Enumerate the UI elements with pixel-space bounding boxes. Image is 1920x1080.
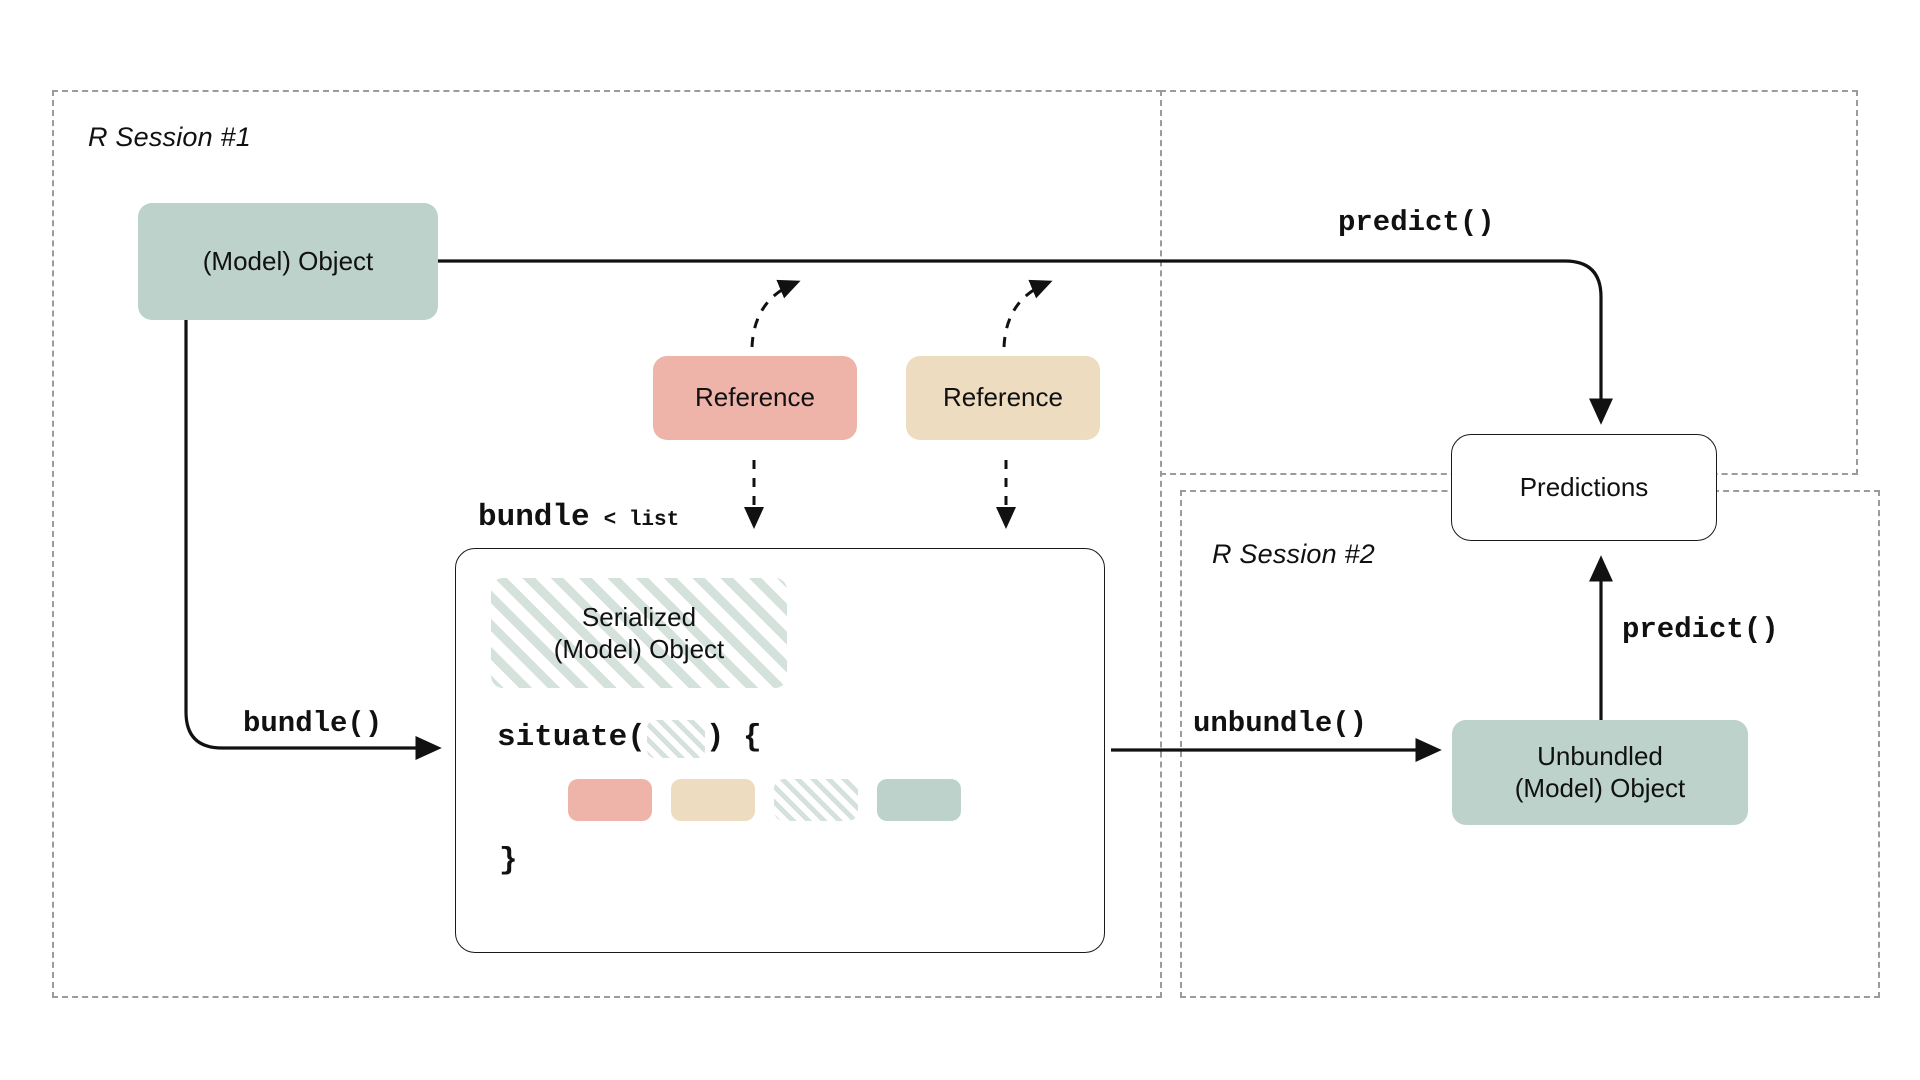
situate-closing-brace: } <box>499 843 518 878</box>
session-1-label: R Session #1 <box>88 122 251 152</box>
bundle-type-generic: < list <box>603 509 680 532</box>
situate-close-token: ) { <box>705 719 762 755</box>
chip-reference-tan <box>671 779 755 821</box>
serialized-model-object-node[interactable]: Serialized (Model) Object <box>491 578 787 688</box>
serialized-object-label-line2: (Model) Object <box>553 634 725 664</box>
reference-tan-label: Reference <box>943 382 1063 413</box>
predictions-label: Predictions <box>1519 471 1649 502</box>
chip-serialized-hatched <box>774 779 858 821</box>
bundle-type-header: bundle < list <box>478 500 679 535</box>
model-object-node[interactable]: (Model) Object <box>138 203 438 320</box>
situate-body-chip-row <box>568 779 961 821</box>
edge-label-bundle: bundle() <box>243 707 383 740</box>
unbundled-object-label-line2: (Model) Object <box>1514 772 1686 803</box>
edge-label-predict-session2: predict() <box>1622 613 1779 646</box>
predictions-node[interactable]: Predictions <box>1451 434 1717 541</box>
unbundled-model-object-node[interactable]: Unbundled (Model) Object <box>1452 720 1748 825</box>
model-object-label: (Model) Object <box>202 245 374 276</box>
reference-pink-node[interactable]: Reference <box>653 356 857 440</box>
situate-open-token: situate( <box>497 719 646 755</box>
session-1-frame <box>52 90 1162 998</box>
reference-tan-node[interactable]: Reference <box>906 356 1100 440</box>
reference-pink-label: Reference <box>695 382 815 413</box>
session-2-label: R Session #2 <box>1212 539 1375 569</box>
session-1-frame-extension <box>1160 90 1858 475</box>
bundle-type-word: bundle <box>478 500 590 535</box>
situate-argument-chip <box>646 720 705 758</box>
chip-reference-pink <box>568 779 652 821</box>
situate-signature: situate( ) { <box>497 718 762 758</box>
serialized-object-label-line1: Serialized <box>581 601 697 632</box>
edge-label-unbundle: unbundle() <box>1193 707 1368 740</box>
unbundled-object-label-line1: Unbundled <box>1537 740 1663 771</box>
edge-label-predict-session1: predict() <box>1338 206 1495 239</box>
chip-model-green <box>877 779 961 821</box>
